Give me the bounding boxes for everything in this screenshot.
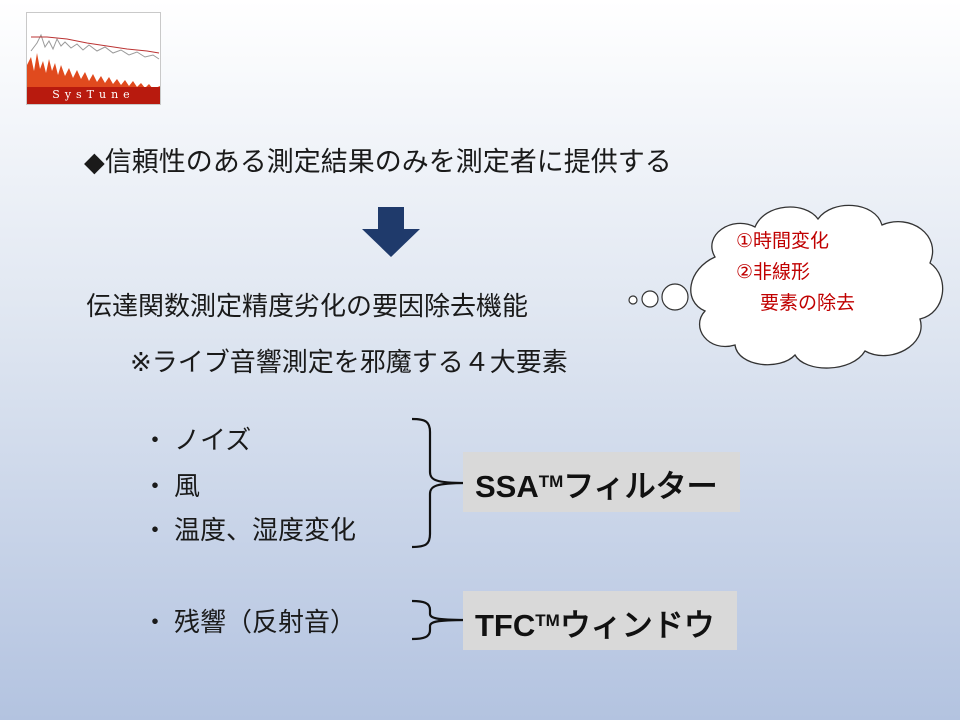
bullet-dot: ・: [142, 426, 169, 456]
cloud-line-nonlinear: ②非線形: [736, 261, 811, 283]
bullet-item-noise: ・ノイズ: [142, 420, 251, 457]
tfc-name: TFC: [475, 608, 536, 643]
waveform-graphic: [27, 13, 160, 104]
tfc-suffix: ウィンドウ: [559, 608, 715, 643]
bullet-label: 温度、湿度変化: [174, 516, 357, 546]
trademark-mark: TM: [535, 611, 560, 630]
cloud-line-removal: 要素の除去: [760, 292, 856, 314]
ssa-filter-label: SSATMフィルター: [463, 452, 740, 512]
bullet-dot: ・: [142, 516, 169, 546]
cloud-text: ①時間変化 ②非線形 要素の除去: [736, 226, 855, 319]
bullet-label: 残響（反射音）: [174, 608, 357, 638]
bullet-item-temperature-humidity: ・温度、湿度変化: [142, 510, 356, 547]
down-arrow-icon: [362, 207, 420, 257]
bullet-dot: ・: [142, 608, 169, 638]
logo-text: SysTune: [52, 88, 135, 101]
headline-text: ◆信頼性のある測定結果のみを測定者に提供する: [84, 147, 672, 178]
bullet-item-wind: ・風: [142, 466, 200, 503]
four-factors-note: ※ライブ音響測定を邪魔する４大要素: [130, 348, 568, 378]
right-brace-icon: [411, 417, 467, 549]
bullet-label: 風: [174, 472, 201, 502]
systune-logo: SysTune: [27, 13, 160, 104]
bullet-label: ノイズ: [174, 426, 252, 456]
bullet-dot: ・: [142, 472, 169, 502]
right-brace-icon: [411, 599, 467, 641]
thought-cloud-callout: [628, 204, 944, 369]
ssa-name: SSA: [475, 469, 539, 504]
bullet-item-reverberation: ・残響（反射音）: [142, 602, 356, 639]
ssa-suffix: フィルター: [563, 469, 718, 504]
function-description: 伝達関数測定精度劣化の要因除去機能: [86, 292, 529, 322]
cloud-line-time-variation: ①時間変化: [736, 230, 830, 252]
tfc-window-label: TFCTMウィンドウ: [463, 591, 737, 650]
trademark-mark: TM: [538, 472, 564, 491]
